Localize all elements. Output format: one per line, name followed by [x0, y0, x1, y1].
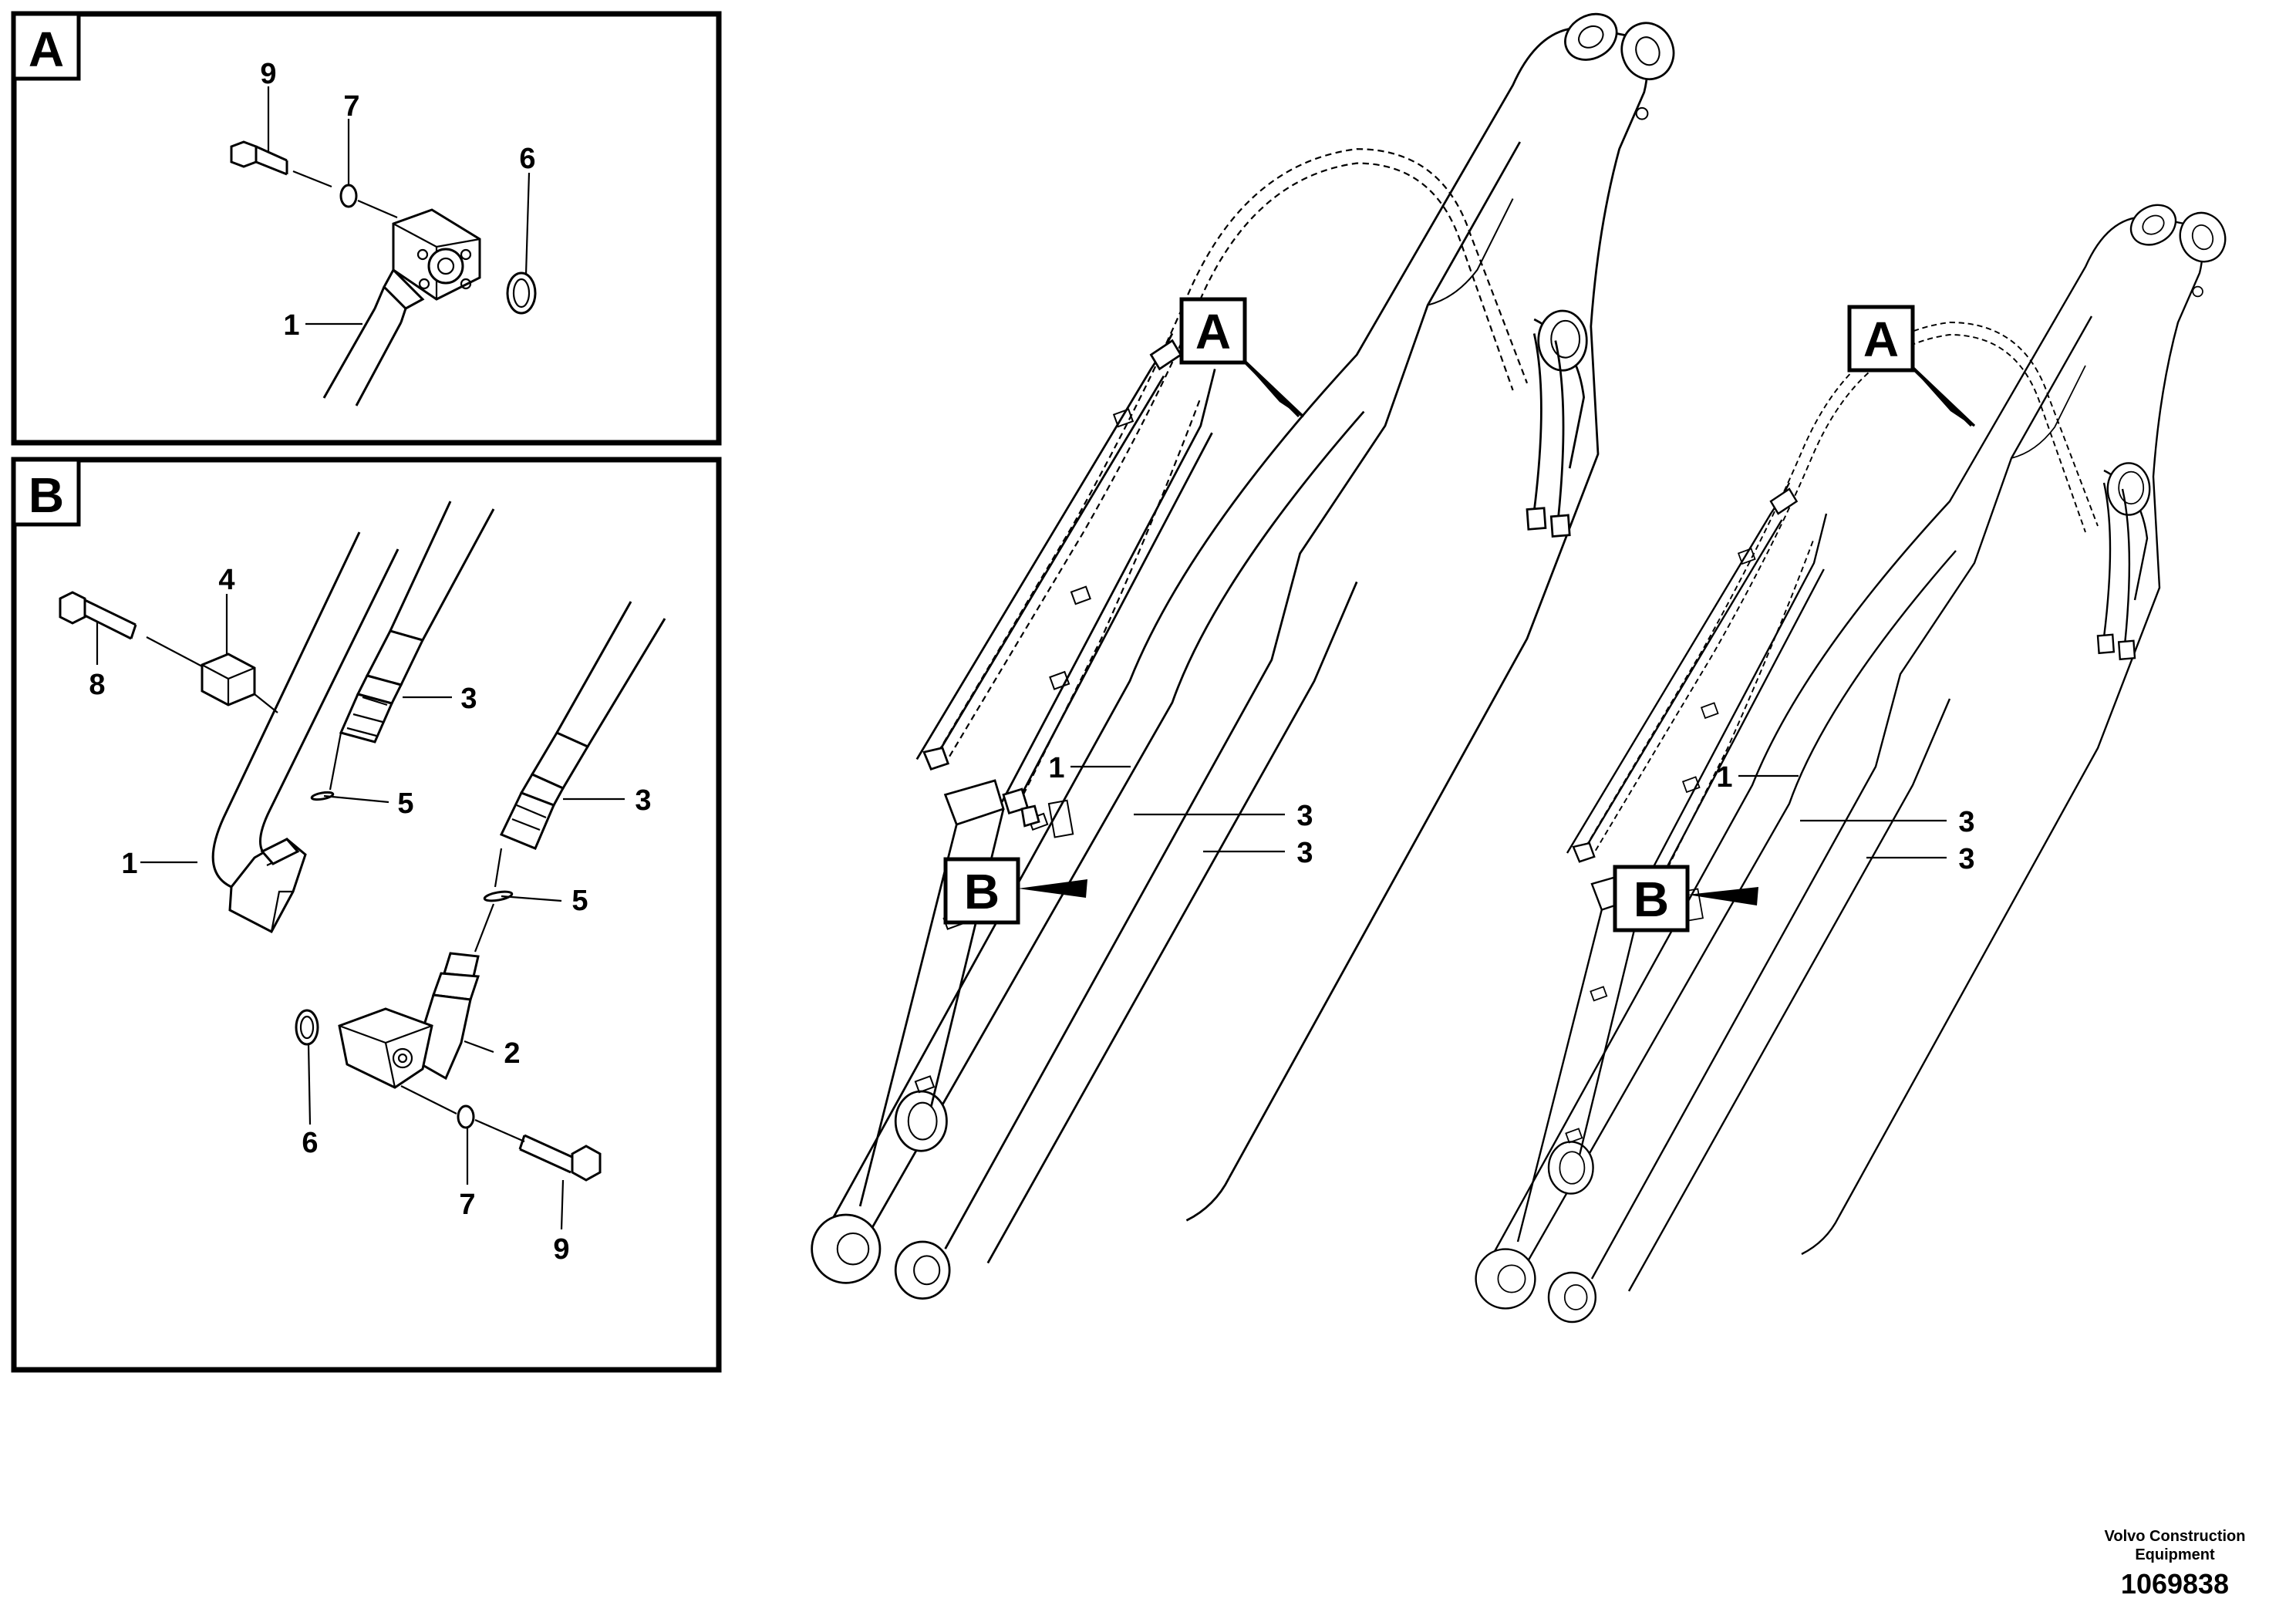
detail-b-right-seal: [483, 890, 514, 902]
detail-b-right-hose-edge-1: [555, 601, 632, 733]
diagram-reference-number: 1069838: [2120, 1568, 2230, 1600]
manufacturer-name: Volvo Construction Equipment: [2104, 1528, 2246, 1563]
boom-left-callout-hose: 1: [1048, 752, 1064, 784]
detail-b-left-hose-edge-1: [389, 501, 452, 632]
detail-b-washer: [457, 1104, 475, 1129]
detail-b-right-nipple: [499, 731, 590, 850]
detail-b-panel: B: [11, 457, 722, 1373]
detail-b-callout-seal-right: 5: [571, 885, 588, 917]
detail-b-hose-outer: [211, 531, 361, 889]
detail-b-left-seal: [310, 791, 335, 801]
detail-a-callout-hose: 1: [283, 309, 299, 342]
detail-b-callout-clamp: 4: [218, 564, 234, 596]
boom-left-callout-nipple-upper: 3: [1296, 800, 1313, 832]
boom-left-callout-nipple-lower: 3: [1296, 837, 1313, 869]
detail-b-bolt-bottom: [518, 1134, 602, 1182]
boom-left: A B 1 3 3: [811, 4, 1683, 1300]
boom-right-callout-hose: 1: [1716, 761, 1732, 794]
detail-a-callout-bolt: 9: [260, 58, 276, 90]
detail-b-clamp: [201, 653, 278, 713]
detail-b-callout-nipple-left: 3: [460, 683, 477, 715]
detail-b-bolt-top: [59, 591, 203, 667]
boom-right-tag-a: A: [1863, 312, 1899, 367]
detail-b-elbow: [338, 952, 480, 1089]
boom-right: A B 1 3 3: [1475, 196, 2234, 1324]
detail-b-callout-washer: 7: [459, 1189, 475, 1221]
detail-a-panel: A: [11, 11, 722, 446]
detail-b-callout-elbow: 2: [504, 1037, 520, 1070]
boom-right-callout-nipple-lower: 3: [1958, 843, 1974, 875]
boom-left-tag-a: A: [1195, 304, 1231, 359]
detail-a-washer: [339, 184, 358, 208]
detail-a-tag: A: [29, 22, 64, 77]
boom-right-callout-nipple-upper: 3: [1958, 806, 1974, 838]
detail-a-bolt: [230, 140, 332, 188]
detail-b-left-hose-edge-2: [421, 508, 495, 641]
diagram-credit: Volvo Construction Equipment 1069838: [2102, 1527, 2248, 1601]
detail-b-hose-elbow: [228, 838, 307, 934]
detail-b-tag: B: [29, 467, 64, 523]
detail-b-left-nipple: [339, 629, 425, 744]
detail-b-callout-seal-left: 5: [397, 787, 413, 820]
detail-b-right-hose-edge-2: [586, 618, 666, 747]
detail-b-callout-hose: 1: [121, 848, 137, 880]
boom-right-tag-b: B: [1633, 872, 1669, 927]
detail-a-callout-o-ring: 6: [519, 143, 535, 175]
detail-a-callout-washer: 7: [343, 90, 359, 123]
detail-a-hose-edge-right: [355, 322, 403, 406]
detail-a-flange: [373, 208, 481, 323]
detail-b-o-ring: [295, 1009, 319, 1046]
boom-left-tag-b: B: [964, 864, 1000, 919]
detail-b-callout-o-ring: 6: [302, 1127, 318, 1159]
detail-b-callout-bolt-bottom: 9: [553, 1233, 569, 1266]
detail-b-callout-nipple-right: 3: [635, 784, 651, 817]
detail-a-hose-edge-left: [322, 308, 376, 399]
detail-a-o-ring: [506, 271, 537, 315]
detail-b-callout-bolt-top: 8: [89, 669, 105, 701]
